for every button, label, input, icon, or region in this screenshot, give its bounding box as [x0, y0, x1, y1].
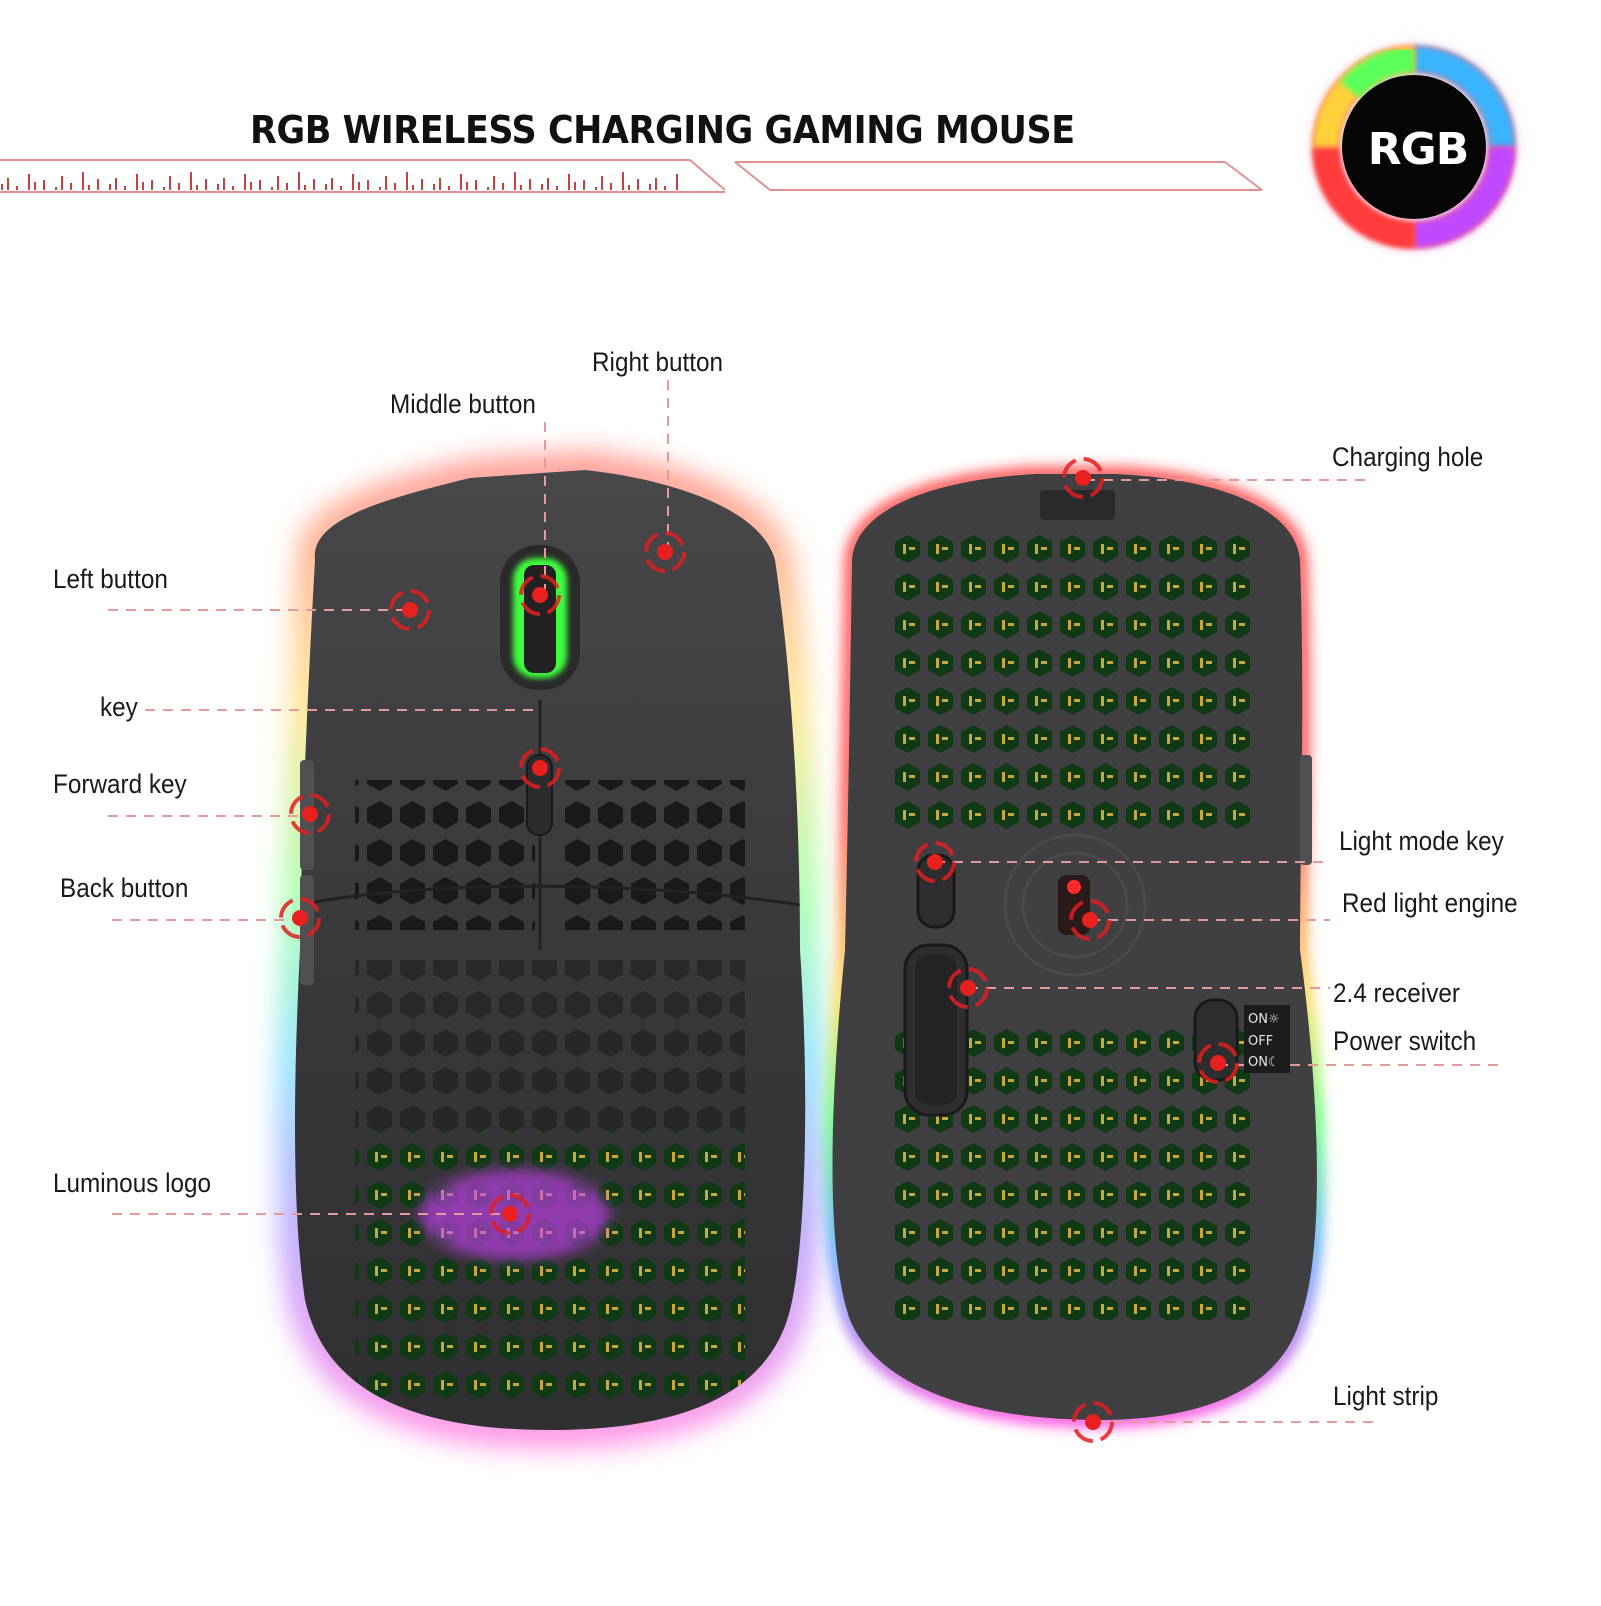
switch-label-off: OFF [1248, 1034, 1274, 1049]
callout-marker [519, 574, 561, 616]
label-dpi-key: key [100, 692, 138, 722]
label-left-button: Left button [53, 564, 168, 594]
label-power-switch: Power switch [1333, 1026, 1477, 1056]
label-forward-key: Forward key [53, 769, 187, 799]
callout-marker [1062, 457, 1104, 499]
callout-marker [1072, 1401, 1114, 1443]
rgb-badge-text: RGB [1367, 124, 1470, 175]
label-back-button: Back button [60, 873, 189, 903]
label-light-mode-key: Light mode key [1339, 826, 1504, 856]
callout-marker [279, 897, 321, 939]
label-red-light-engine: Red light engine [1342, 888, 1518, 918]
callout-marker [289, 793, 331, 835]
label-receiver: 2.4 receiver [1333, 978, 1460, 1008]
label-luminous-logo: Luminous logo [53, 1168, 212, 1198]
header-decoration [0, 159, 1263, 193]
rgb-badge-icon [1310, 43, 1518, 251]
label-charging-hole: Charging hole [1332, 442, 1484, 472]
callout-marker [644, 531, 686, 573]
callout-marker [947, 967, 989, 1009]
callout-marker [1197, 1042, 1239, 1084]
label-middle-button: Middle button [390, 389, 536, 419]
switch-label-on-dark: ON☾ [1248, 1055, 1280, 1070]
label-light-strip: Light strip [1333, 1381, 1439, 1411]
callout-marker [519, 747, 561, 789]
label-right-button: Right button [592, 347, 724, 377]
callout-markers [279, 457, 1239, 1443]
power-switch-legend [1244, 1005, 1290, 1073]
mouse-bottom-view [826, 468, 1323, 1427]
callout-guides [108, 380, 1500, 1423]
page-title: RGB WIRELESS CHARGING GAMING MOUSE [250, 108, 1075, 152]
switch-label-on-light: ON☼ [1248, 1012, 1280, 1027]
mouse-top-view [284, 458, 817, 1442]
callout-marker [389, 589, 431, 631]
callout-marker [1069, 899, 1111, 941]
callout-marker [489, 1193, 531, 1235]
callout-marker [914, 841, 956, 883]
